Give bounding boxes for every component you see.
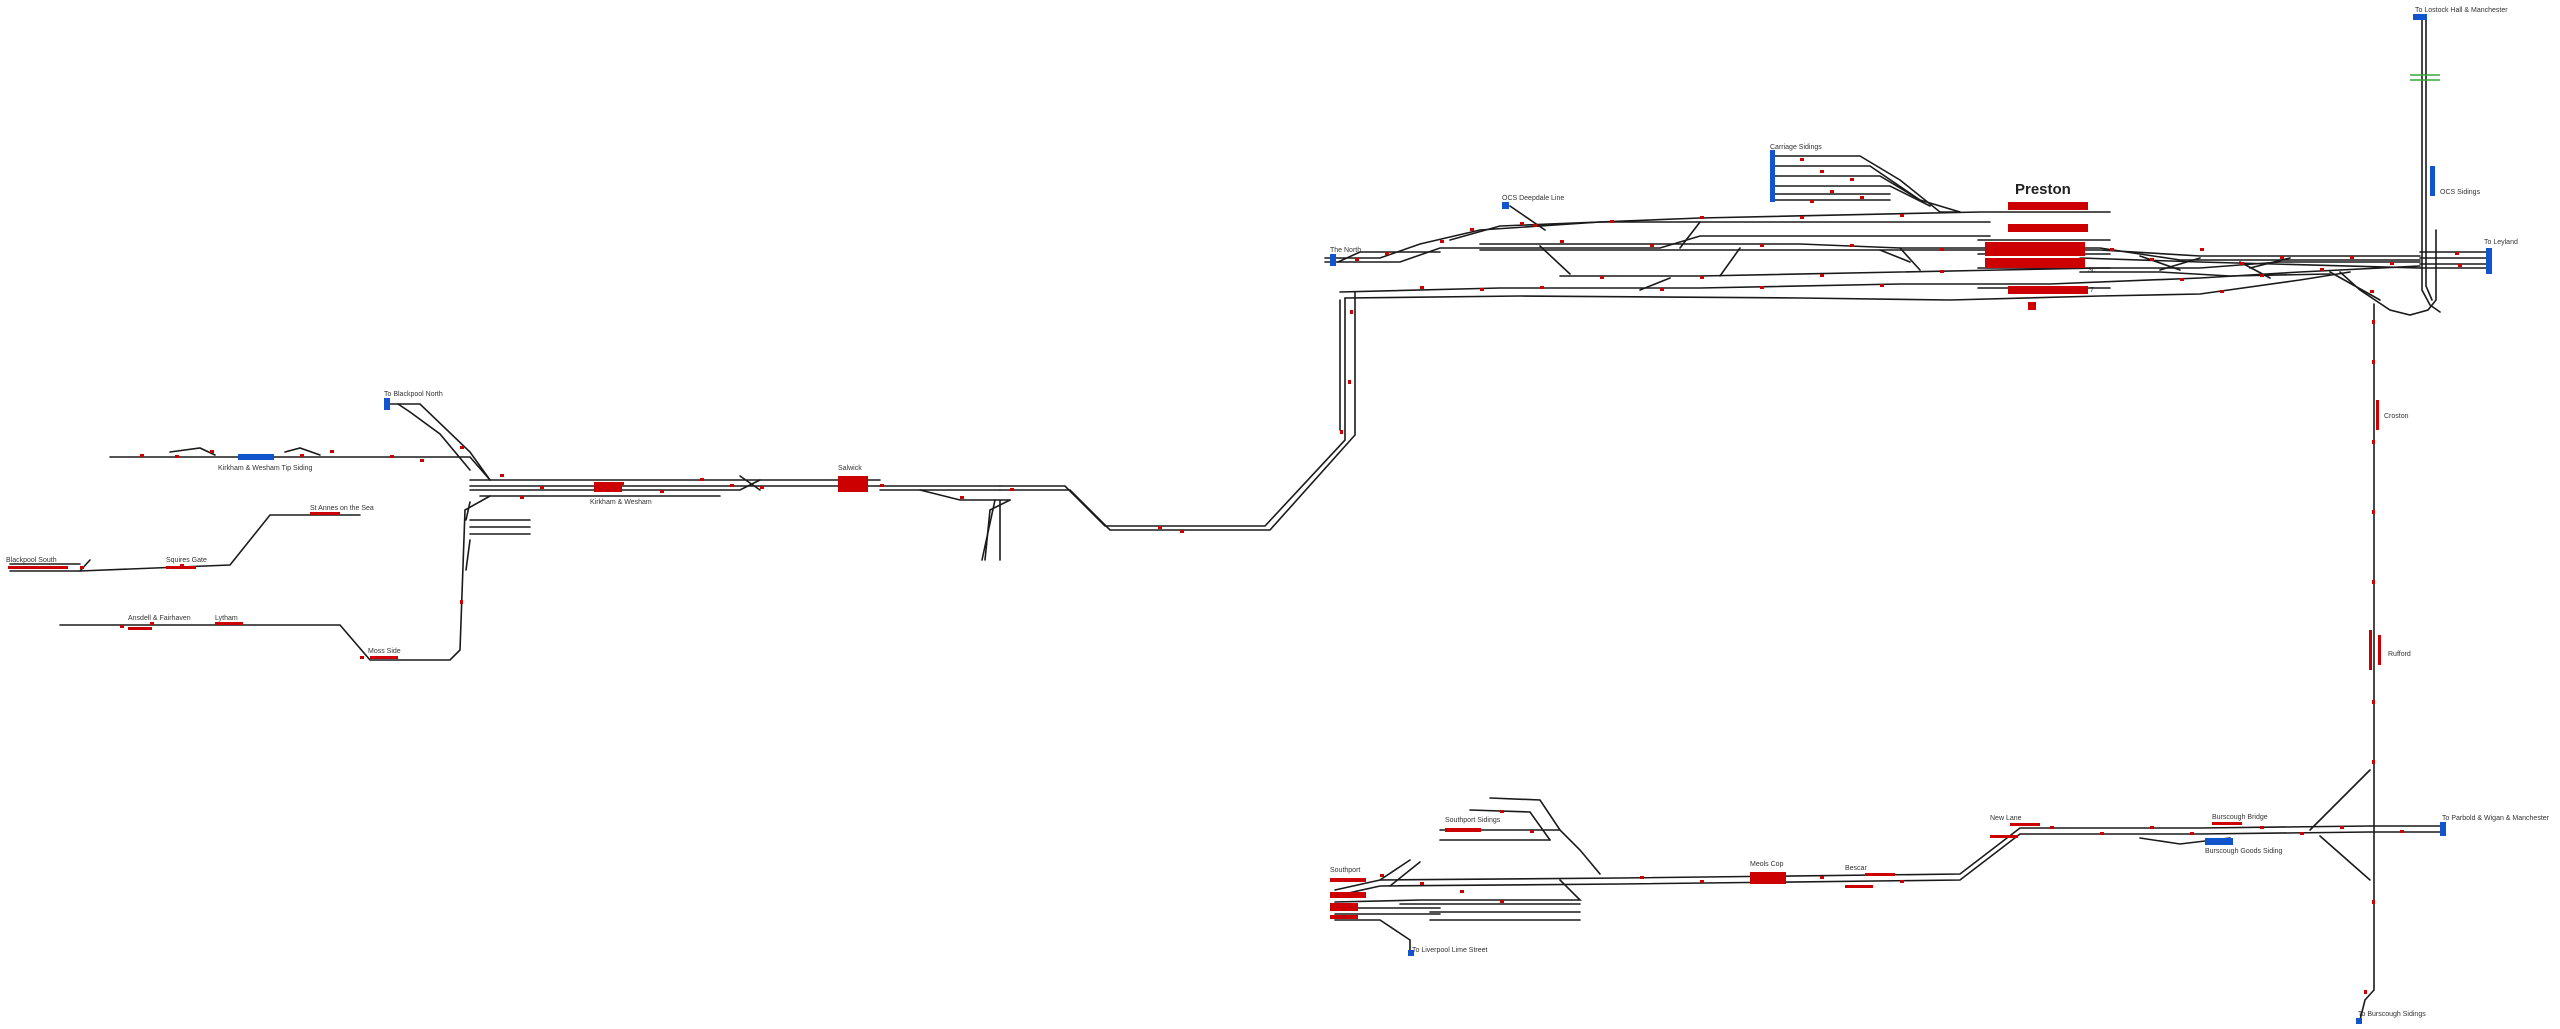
label-the-north: The North bbox=[1330, 247, 1361, 254]
label-to-lostock: To Lostock Hall & Manchester bbox=[2415, 7, 2508, 14]
label-new-lane: New Lane bbox=[1990, 815, 2022, 822]
st-annes-platform bbox=[310, 512, 340, 515]
croston-platform bbox=[2376, 400, 2379, 430]
label-bescar: Bescar bbox=[1845, 865, 1867, 872]
label-platform-7: 7 bbox=[2090, 287, 2094, 294]
label-croston: Croston bbox=[2384, 413, 2409, 420]
siding-marker bbox=[2410, 74, 2440, 81]
new-lane-platform-2 bbox=[1990, 835, 2018, 838]
label-burscough-bridge: Burscough Bridge bbox=[2212, 814, 2268, 821]
bescar-platform-1 bbox=[1865, 873, 1895, 876]
label-carriage-sidings: Carriage Sidings bbox=[1770, 144, 1822, 151]
label-moss-side: Moss Side bbox=[368, 648, 401, 655]
label-kirkham: Kirkham & Wesham bbox=[590, 499, 652, 506]
label-rufford: Rufford bbox=[2388, 651, 2411, 658]
label-lytham: Lytham bbox=[215, 615, 238, 622]
burscough-bridge-platform bbox=[2212, 822, 2242, 825]
lytham-platform bbox=[215, 622, 243, 625]
label-platform-3c: 3c bbox=[2088, 267, 2096, 274]
preston-platform-5 bbox=[2008, 286, 2088, 294]
exit-parbold bbox=[2440, 822, 2446, 836]
exit-liverpool bbox=[1408, 950, 1414, 956]
label-squires-gate: Squires Gate bbox=[166, 557, 207, 564]
blackpool-south-platform bbox=[8, 566, 68, 569]
label-southport: Southport bbox=[1330, 867, 1360, 874]
preston-platform-4 bbox=[1985, 258, 2085, 268]
labels: Preston To Lostock Hall & Manchester OCS… bbox=[6, 7, 2550, 1018]
meols-cop-platform bbox=[1750, 872, 1786, 884]
boundaries bbox=[238, 14, 2492, 1024]
southport-platform-2 bbox=[1330, 892, 1366, 898]
preston-platform-1 bbox=[2008, 202, 2088, 210]
label-to-leyland: To Leyland bbox=[2484, 239, 2518, 246]
squires-gate-platform bbox=[166, 566, 196, 569]
southport-platform-4 bbox=[1330, 915, 1358, 919]
preston-platform-2 bbox=[2008, 224, 2088, 232]
label-blackpool-south: Blackpool South bbox=[6, 557, 57, 564]
label-ocs-deepdale: OCS Deepdale Line bbox=[1502, 195, 1564, 202]
label-st-annes: St Annes on the Sea bbox=[310, 505, 374, 512]
exit-ocs-sidings bbox=[2430, 166, 2435, 196]
rufford-platform-2 bbox=[2378, 635, 2381, 665]
label-salwick: Salwick bbox=[838, 465, 862, 472]
rufford-platform bbox=[2369, 630, 2372, 670]
preston-building bbox=[2028, 302, 2036, 310]
platforms bbox=[8, 202, 2381, 919]
label-southport-sidings: Southport Sidings bbox=[1445, 817, 1501, 824]
kirkham-platform bbox=[594, 482, 622, 492]
label-to-liverpool: To Liverpool Lime Street bbox=[1412, 947, 1488, 954]
label-to-parbold: To Parbold & Wigan & Manchester bbox=[2442, 815, 2550, 822]
exit-carriage-sidings bbox=[1770, 150, 1775, 202]
label-burscough-goods: Burscough Goods Siding bbox=[2205, 848, 2283, 855]
salwick-platform bbox=[838, 476, 868, 492]
southport-sidings-platform bbox=[1445, 828, 1481, 832]
label-to-burscough-sidings: To Burscough Sidings bbox=[2358, 1011, 2426, 1018]
southport-platform-3 bbox=[1330, 903, 1358, 911]
signals bbox=[80, 158, 2462, 994]
moss-side-platform bbox=[370, 656, 398, 659]
preston-platform-3 bbox=[1985, 242, 2085, 256]
exit-kirkham-tip bbox=[238, 454, 274, 460]
label-to-blackpool-north: To Blackpool North bbox=[384, 391, 443, 398]
ansdell-platform bbox=[128, 627, 152, 630]
exit-burscough-goods bbox=[2205, 838, 2233, 845]
label-meols-cop: Meols Cop bbox=[1750, 861, 1784, 868]
exit-lostock bbox=[2413, 14, 2427, 20]
exit-the-north bbox=[1330, 254, 1336, 266]
page-title: Preston bbox=[2015, 181, 2071, 198]
exit-burscough-sidings bbox=[2356, 1018, 2362, 1024]
track-layout bbox=[9, 19, 2491, 1021]
new-lane-platform-1 bbox=[2010, 823, 2040, 826]
label-ansdell: Ansdell & Fairhaven bbox=[128, 615, 191, 622]
exit-ocs-deepdale bbox=[1502, 202, 1509, 209]
bescar-platform-2 bbox=[1845, 885, 1873, 888]
southport-platform-1 bbox=[1330, 878, 1366, 882]
exit-leyland bbox=[2486, 248, 2492, 274]
label-kirkham-tip: Kirkham & Wesham Tip Siding bbox=[218, 465, 313, 472]
label-ocs-sidings: OCS Sidings bbox=[2440, 189, 2481, 196]
exit-blackpool-north bbox=[384, 398, 390, 410]
